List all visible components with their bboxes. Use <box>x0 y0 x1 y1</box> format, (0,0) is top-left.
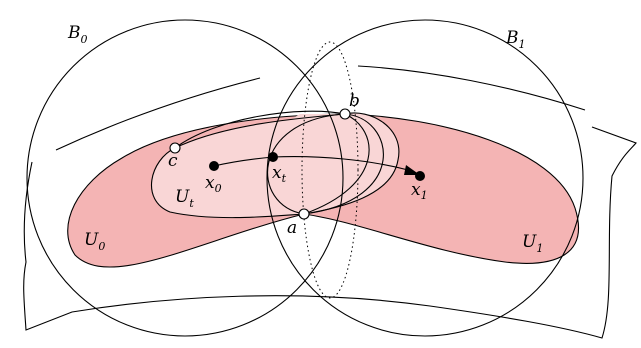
label-x1: x1 <box>411 180 428 202</box>
point-a <box>298 208 310 220</box>
region-ut <box>150 112 400 219</box>
label-b0: B0 <box>67 23 88 46</box>
intersection-ellipse <box>301 41 359 299</box>
surface-sheet <box>23 126 637 339</box>
label-u0: U0 <box>84 230 105 253</box>
label-u1: U1 <box>522 232 543 255</box>
surface-back-line-left <box>55 77 261 151</box>
label-a: a <box>287 218 297 238</box>
path-x0-x1 <box>213 156 409 171</box>
label-x0: x0 <box>205 173 222 195</box>
label-xt: xt <box>272 163 287 185</box>
label-b: b <box>349 91 360 111</box>
point-b <box>339 108 351 120</box>
label-c: c <box>168 151 178 171</box>
surface-back-line-right <box>357 65 586 111</box>
point-x1 <box>415 171 425 181</box>
label-b1: B1 <box>505 28 526 51</box>
point-xt <box>268 152 278 162</box>
path-arrowhead <box>404 165 420 175</box>
label-ut: Ut <box>175 187 194 210</box>
point-x0 <box>209 161 219 171</box>
ball-b1 <box>266 19 584 337</box>
ball-b0 <box>26 19 344 337</box>
point-c <box>169 142 181 154</box>
